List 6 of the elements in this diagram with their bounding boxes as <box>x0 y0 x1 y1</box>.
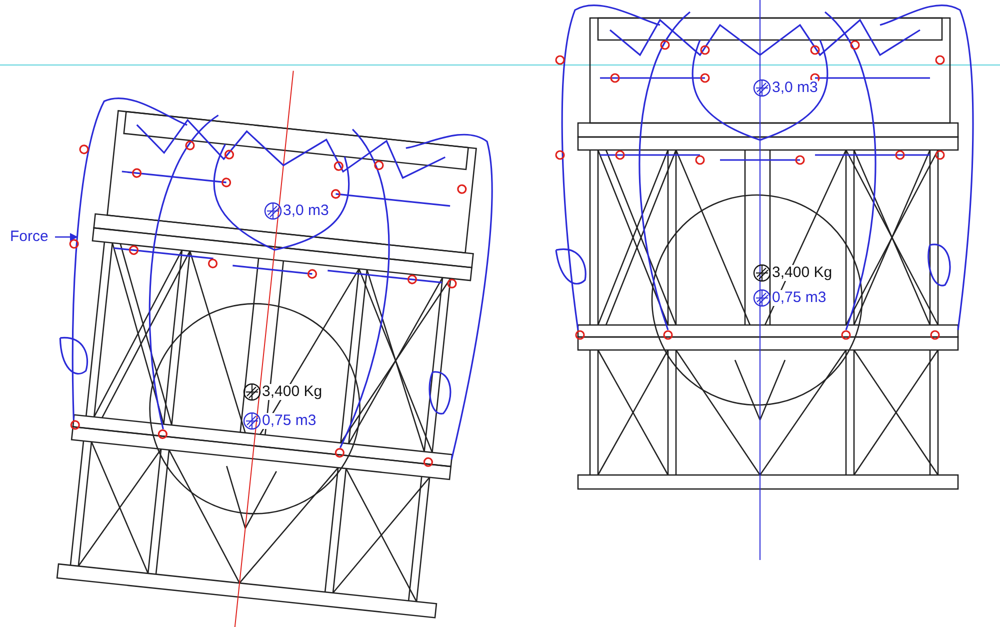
weight-label: 3,400 Kg <box>262 384 322 400</box>
volume-label: 3,0 m3 <box>283 203 329 219</box>
volume-label: 3,0 m3 <box>772 80 818 96</box>
weight-label: 3,400 Kg <box>772 265 832 281</box>
volume-label: 0,75 m3 <box>262 413 316 429</box>
volume-label: 0,75 m3 <box>772 290 826 306</box>
